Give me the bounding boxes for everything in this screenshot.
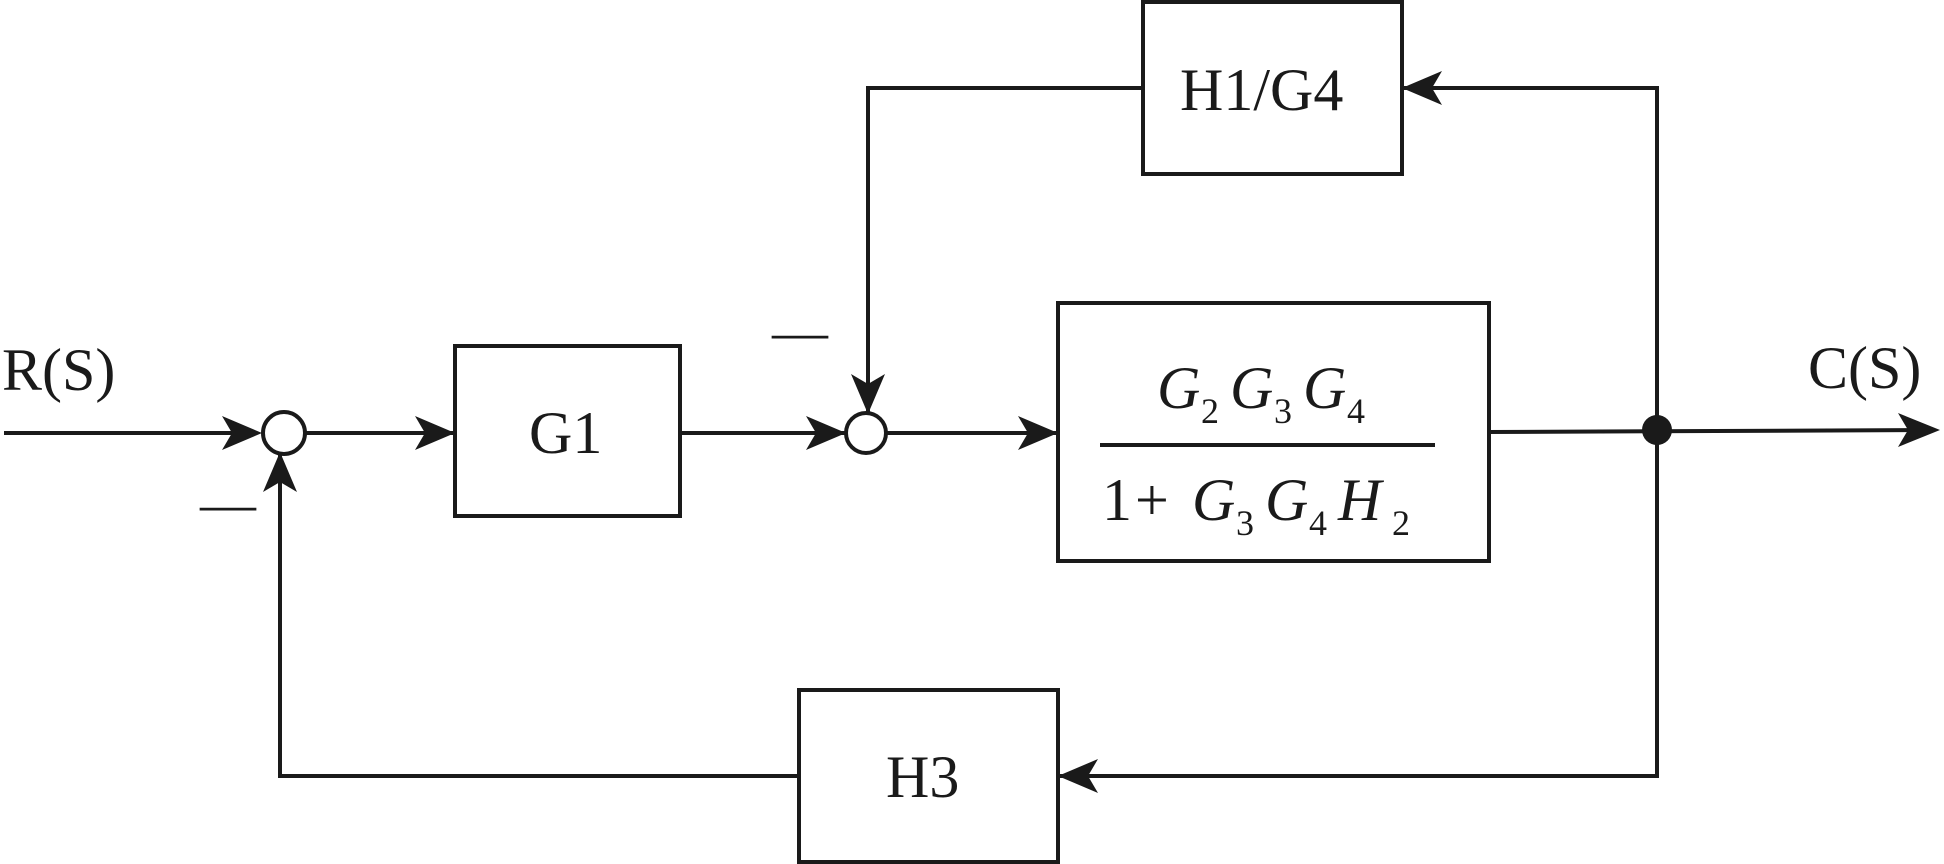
h1g4-slash: /	[1253, 57, 1270, 123]
arrow-into-sum2-feedback	[851, 374, 885, 414]
arrow-into-h1g4	[1402, 71, 1442, 105]
arrow-into-sum1	[222, 416, 262, 450]
block-h3	[797, 688, 1060, 864]
den-h2: H	[1337, 467, 1385, 533]
num-g3: G	[1230, 355, 1273, 421]
summing-junction-1	[261, 410, 307, 456]
forward-denominator: 1 + G 3 G 4 H 2	[1102, 467, 1410, 543]
num-g3-sub: 3	[1274, 391, 1292, 431]
h1g4-b: G	[1270, 57, 1313, 123]
den-one: 1	[1102, 467, 1132, 533]
den-g4-sub: 4	[1309, 503, 1327, 543]
num-g4-sub: 4	[1347, 391, 1365, 431]
g1-label: G1	[529, 400, 602, 466]
num-g2-sub: 2	[1201, 391, 1219, 431]
arrow-into-h3	[1058, 759, 1098, 793]
arrow-into-forward-block	[1018, 416, 1058, 450]
forward-numerator: G 2 G 3 G 4	[1157, 355, 1365, 431]
arrow-output	[1898, 413, 1940, 447]
block-forward	[1056, 301, 1491, 563]
input-label: R(S)	[2, 337, 115, 403]
block-g1	[453, 344, 682, 518]
sum1-minus-sign: —	[199, 473, 257, 535]
h1g4-a: H	[1180, 57, 1223, 123]
h3-sub: 3	[929, 744, 959, 810]
den-g3-sub: 3	[1236, 503, 1254, 543]
den-plus: +	[1135, 467, 1169, 533]
summing-junction-2	[844, 411, 888, 455]
den-g3: G	[1192, 467, 1235, 533]
arrow-into-sum2	[806, 416, 846, 450]
den-g4: G	[1265, 467, 1308, 533]
block-h1-over-g4	[1141, 0, 1404, 176]
num-g4: G	[1303, 355, 1346, 421]
h1g4-a-sub: 1	[1223, 57, 1253, 123]
arrow-into-sum1-feedback	[263, 452, 297, 492]
h3-main: H	[886, 744, 929, 810]
g1-sub: 1	[572, 400, 602, 466]
g1-main: G	[529, 400, 572, 466]
output-signal-line	[1486, 427, 1935, 435]
sum2-minus-sign: —	[771, 301, 829, 363]
num-g2: G	[1157, 355, 1200, 421]
den-h2-sub: 2	[1392, 503, 1410, 543]
arrow-into-g1	[415, 416, 455, 450]
output-label: C(S)	[1808, 335, 1921, 401]
h3-label: H3	[886, 744, 959, 810]
takeoff-point	[1642, 415, 1672, 445]
h1g4-b-sub: 4	[1313, 57, 1343, 123]
h1g4-label: H1/G4	[1180, 57, 1343, 123]
